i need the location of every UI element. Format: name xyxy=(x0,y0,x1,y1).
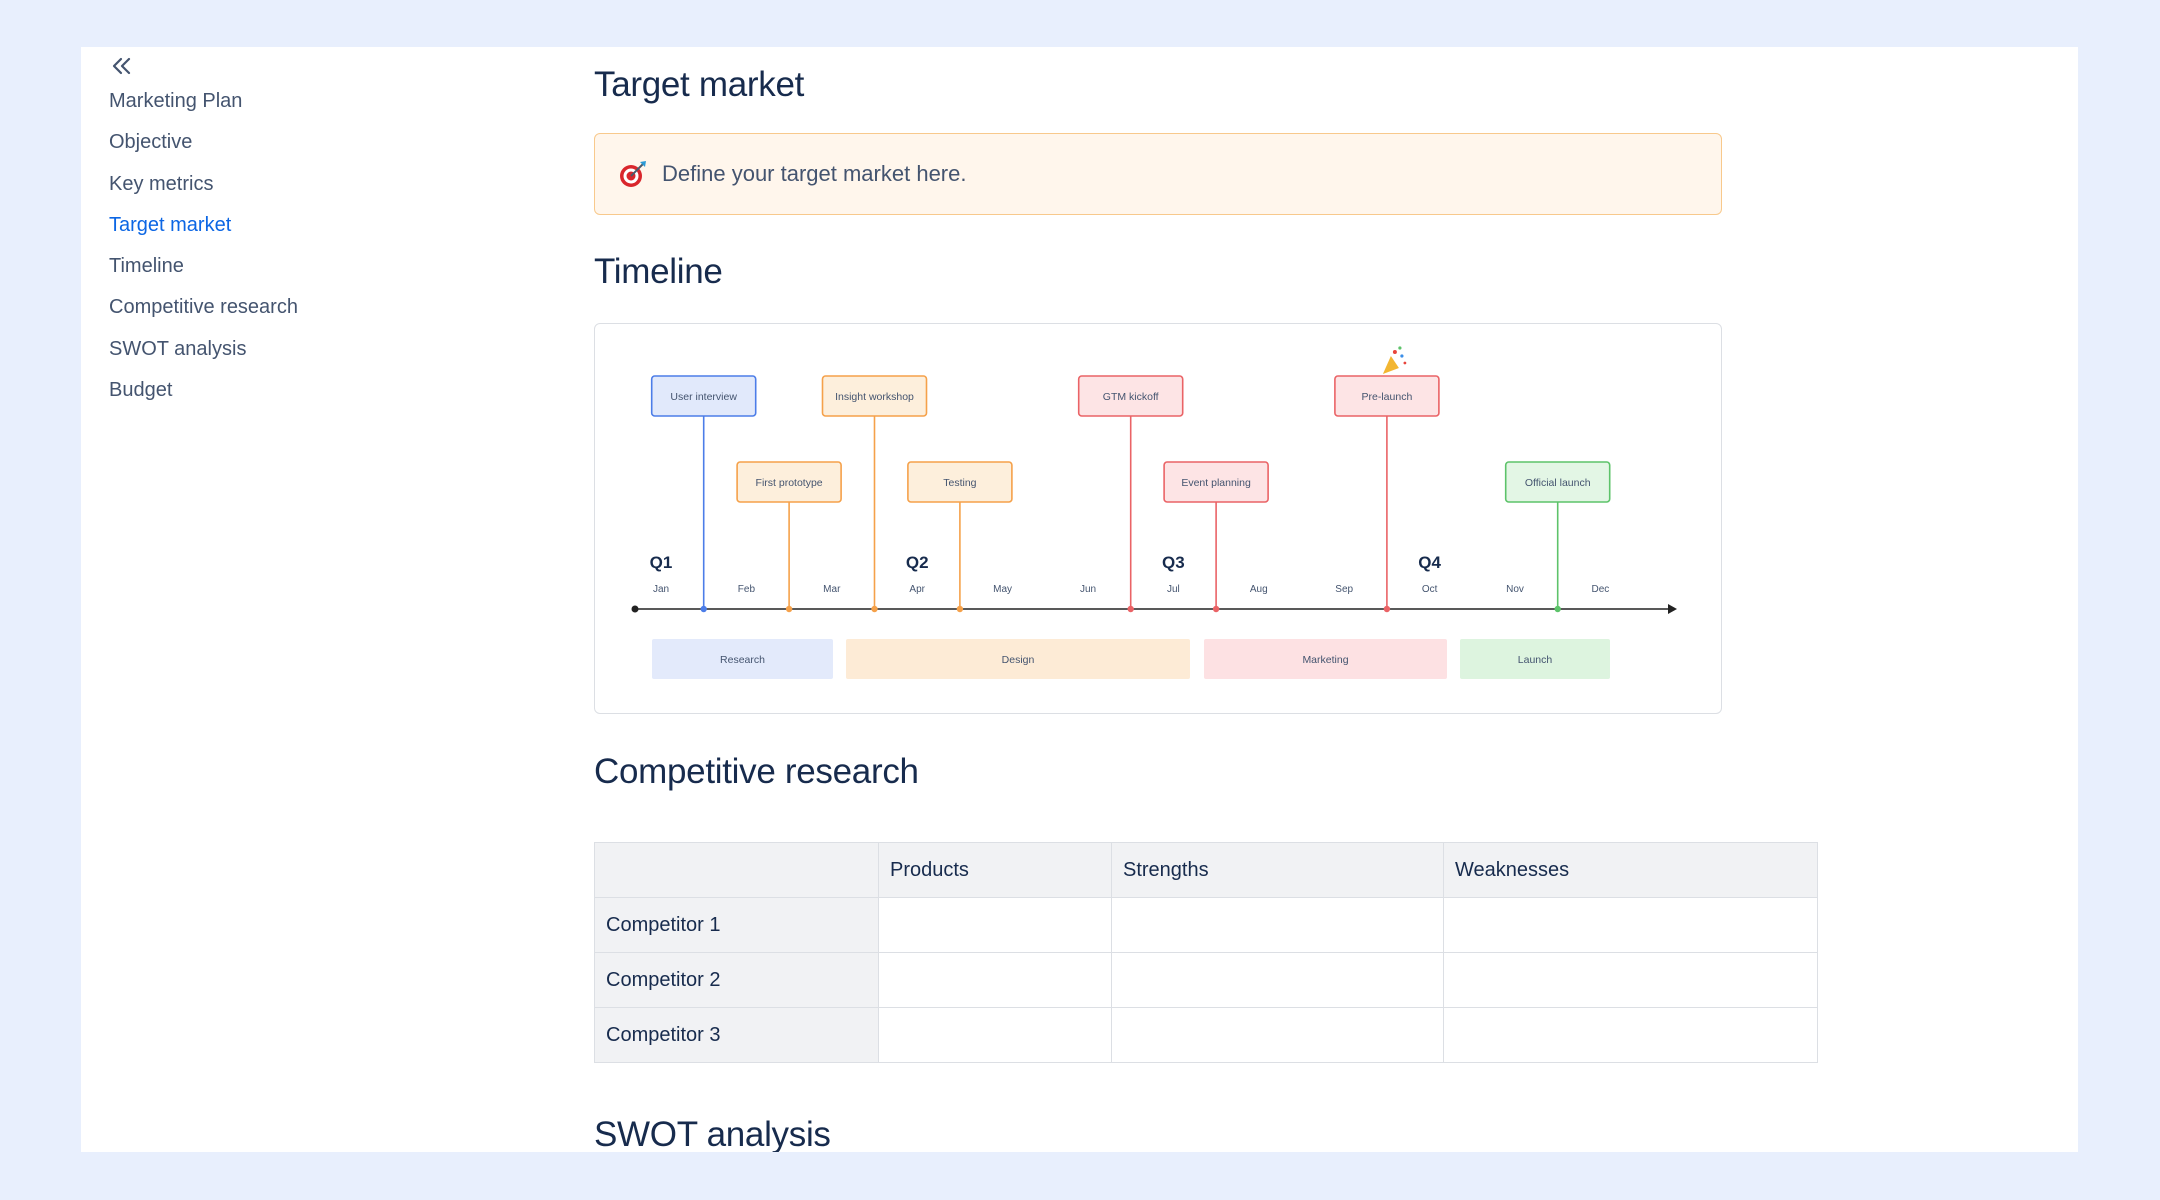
milestone-label: Insight workshop xyxy=(835,391,914,403)
target-icon xyxy=(620,161,646,187)
table-header-cell[interactable] xyxy=(594,842,879,898)
table-cell[interactable] xyxy=(1443,952,1818,1008)
table-header-cell[interactable]: Strengths xyxy=(1111,842,1444,898)
milestone-dot xyxy=(956,605,964,613)
toc-item-key-metrics[interactable]: Key metrics xyxy=(109,172,214,195)
milestone-label: Event planning xyxy=(1181,477,1251,489)
month-label: Jan xyxy=(653,584,669,595)
table-row: Competitor 3 xyxy=(594,1007,1818,1063)
toc-item-marketing-plan[interactable]: Marketing Plan xyxy=(109,90,243,112)
toc-item-timeline[interactable]: Timeline xyxy=(109,255,184,278)
quarter-label: Q3 xyxy=(1162,553,1185,572)
phase-bar xyxy=(652,639,833,679)
section-title-timeline: Timeline xyxy=(594,252,723,291)
axis-start-dot xyxy=(631,605,639,613)
table-cell[interactable] xyxy=(1111,1007,1444,1063)
month-label: Nov xyxy=(1506,584,1524,595)
milestone-box xyxy=(1504,461,1611,503)
milestone-dot xyxy=(1127,605,1134,613)
milestone-label: GTM kickoff xyxy=(1103,391,1159,403)
toc-item-objective[interactable]: Objective xyxy=(109,131,193,154)
table-row: Competitor 2 xyxy=(594,952,1818,1008)
table-cell[interactable] xyxy=(878,1007,1112,1063)
table-row-header[interactable]: Competitor 2 xyxy=(594,952,879,1008)
milestone-label: Pre-launch xyxy=(1362,391,1413,403)
table-row-header[interactable]: Competitor 1 xyxy=(594,897,879,953)
section-title-competitive-research: Competitive research xyxy=(594,752,919,791)
phase-bar xyxy=(1204,639,1447,679)
table-header-row: Products Strengths Weaknesses xyxy=(594,842,1818,898)
month-label: Dec xyxy=(1592,584,1610,595)
month-label: Jul xyxy=(1167,584,1180,595)
table-row-header[interactable]: Competitor 3 xyxy=(594,1007,879,1063)
timeline-diagram: Jan Feb Mar Apr May Jun Jul Aug Sep Oct Nov Dec Q1 Q2… xyxy=(631,346,1677,679)
competitive-research-table: Products Strengths Weaknesses Competitor… xyxy=(594,842,1818,1063)
axis-arrow-icon xyxy=(1668,604,1677,614)
milestone-dot xyxy=(1554,605,1561,613)
phase-bar xyxy=(846,639,1190,679)
milestone-box xyxy=(1163,461,1269,503)
milestone-box xyxy=(1334,375,1440,417)
toc-item-competitive-research[interactable]: Competitive research xyxy=(109,296,298,319)
month-label: Jun xyxy=(1080,584,1096,595)
quarter-label: Q2 xyxy=(906,553,929,572)
milestone-label: Testing xyxy=(943,477,976,489)
milestone-dot xyxy=(1212,605,1220,613)
toc-item-target-market[interactable]: Target market xyxy=(109,213,232,236)
table-cell[interactable] xyxy=(1443,1007,1818,1063)
table-cell[interactable] xyxy=(1443,897,1818,953)
section-title-target-market: Target market xyxy=(594,65,805,104)
month-label: Apr xyxy=(909,584,925,595)
double-chevron-left-icon xyxy=(112,57,131,75)
collapse-sidebar-button[interactable] xyxy=(105,51,139,81)
table-header-cell[interactable]: Products xyxy=(878,842,1112,898)
month-label: Oct xyxy=(1422,584,1438,595)
milestone-box xyxy=(736,461,842,503)
toc-item-swot-analysis[interactable]: SWOT analysis xyxy=(109,337,247,360)
milestone-box xyxy=(1077,375,1184,417)
table-row: Competitor 1 xyxy=(594,897,1818,953)
milestone-dot xyxy=(1383,605,1391,613)
month-label: Sep xyxy=(1335,584,1353,595)
milestone-box xyxy=(907,461,1013,503)
milestone-label: User interview xyxy=(670,391,737,403)
milestone-label: Official launch xyxy=(1525,477,1591,489)
month-label: Feb xyxy=(738,584,756,595)
table-header-cell[interactable]: Weaknesses xyxy=(1443,842,1818,898)
phase-label: Marketing xyxy=(1302,654,1348,666)
target-market-placeholder: Define your target market here. xyxy=(662,161,967,186)
phase-label: Research xyxy=(720,654,765,666)
timeline-card[interactable]: Jan Feb Mar Apr May Jun Jul Aug Sep Oct Nov Dec Q1 Q2… xyxy=(594,323,1722,714)
milestone-box xyxy=(650,375,757,417)
month-label: May xyxy=(993,584,1012,595)
milestone-box xyxy=(821,375,928,417)
table-cell[interactable] xyxy=(1111,897,1444,953)
section-title-swot-analysis: SWOT analysis xyxy=(594,1115,831,1152)
party-popper-icon xyxy=(1382,346,1407,374)
table-cell[interactable] xyxy=(1111,952,1444,1008)
milestone-label: First prototype xyxy=(756,477,823,489)
milestone-dot xyxy=(700,605,707,613)
month-label: Aug xyxy=(1250,584,1268,595)
milestone-dot xyxy=(785,605,793,613)
table-cell[interactable] xyxy=(878,897,1112,953)
phase-bar xyxy=(1460,639,1610,679)
phase-label: Design xyxy=(1002,654,1035,666)
quarter-label: Q1 xyxy=(650,553,673,572)
target-market-panel[interactable]: Define your target market here. xyxy=(594,133,1722,215)
document-window: Marketing Plan Objective Key metrics Tar… xyxy=(81,47,2078,1152)
phase-label: Launch xyxy=(1518,654,1553,666)
table-cell[interactable] xyxy=(878,952,1112,1008)
month-label: Mar xyxy=(823,584,841,595)
quarter-label: Q4 xyxy=(1418,553,1441,572)
toc-item-budget[interactable]: Budget xyxy=(109,379,173,402)
table-of-contents: Marketing Plan Objective Key metrics Tar… xyxy=(109,87,298,417)
milestone-dot xyxy=(871,605,878,613)
